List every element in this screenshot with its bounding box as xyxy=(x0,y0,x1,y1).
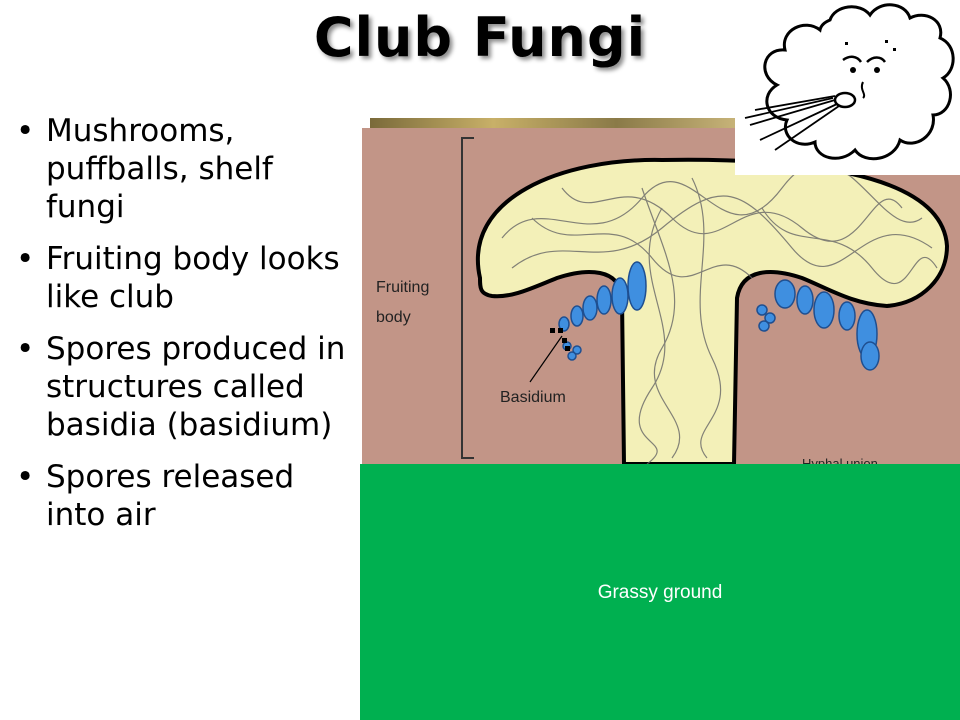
grassy-ground-label: Grassy ground xyxy=(597,582,723,603)
bullet-dot-icon: • xyxy=(16,113,35,149)
bullet-item: • Spores produced in structures called ba… xyxy=(14,330,354,444)
grassy-ground-box: Grassy ground xyxy=(360,464,960,720)
hyphae-label: Hyphal union xyxy=(802,456,878,464)
left-basidia xyxy=(558,261,647,361)
bullet-text: Mushrooms, puffballs, shelf fungi xyxy=(46,113,273,225)
fruiting-body-bracket xyxy=(461,137,474,459)
basidium-marker xyxy=(550,328,570,351)
hyphae-lines xyxy=(501,162,938,464)
basidium-pointer xyxy=(529,335,563,383)
fruiting-body-label-1: Fruiting xyxy=(376,279,429,296)
right-basidia xyxy=(756,279,880,371)
bullet-item: • Spores released into air xyxy=(14,458,354,534)
bullet-dot-icon: • xyxy=(16,241,35,277)
basidium-label: Basidium xyxy=(500,389,566,406)
mushroom-photo-strip xyxy=(370,118,740,128)
fruiting-body-label-2: body xyxy=(376,309,411,326)
wind-cloud-face-icon xyxy=(735,0,960,175)
bullet-dot-icon: • xyxy=(16,331,35,367)
mushroom-diagram-svg: Fruiting body Basidium Hyphal union xyxy=(376,137,950,464)
bullet-text: Fruiting body looks like club xyxy=(46,241,340,315)
bullet-list: • Mushrooms, puffballs, shelf fungi • Frui… xyxy=(14,112,354,548)
bullet-item: • Mushrooms, puffballs, shelf fungi xyxy=(14,112,354,226)
slide-title: Club Fungi xyxy=(313,6,647,69)
bullet-text: Spores produced in structures called bas… xyxy=(46,331,346,443)
bullet-text: Spores released into air xyxy=(46,459,295,533)
bullet-item: • Fruiting body looks like club xyxy=(14,240,354,316)
bullet-dot-icon: • xyxy=(16,459,35,495)
mushroom-cap-stalk xyxy=(476,157,950,464)
mushroom-diagram: Fruiting body Basidium Hyphal union xyxy=(362,128,960,464)
